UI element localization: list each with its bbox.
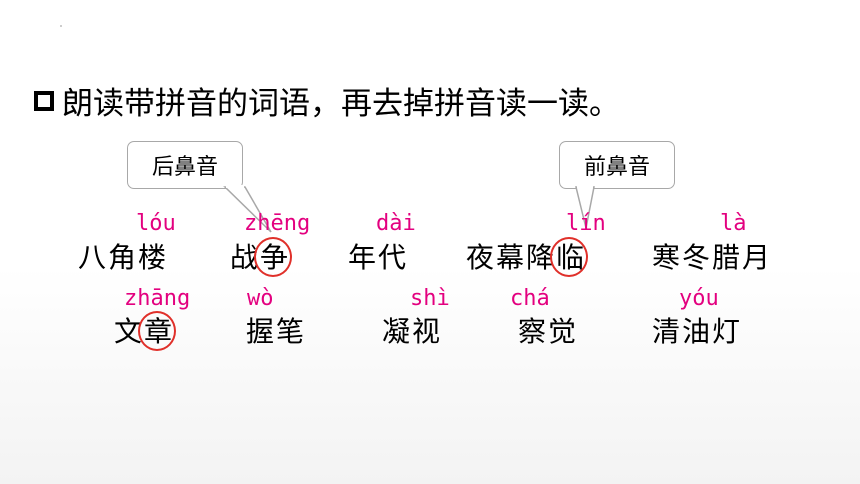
bubble-label-front-nasal: 前鼻音: [583, 155, 650, 180]
word-wobi: 握笔: [246, 315, 307, 348]
checkbox-icon: [34, 90, 54, 111]
bubble-tail-back-nasal: [223, 185, 272, 233]
word-ningshi: 凝视: [382, 315, 443, 348]
red-circle-mark: [550, 237, 589, 277]
bubble-label-back-nasal: 后鼻音: [151, 155, 218, 180]
pinyin-zhang: zhāng: [124, 286, 191, 311]
red-circle-mark: [138, 311, 177, 351]
pinyin-zheng: zhēng: [244, 211, 311, 236]
pinyin-lin: lín: [566, 211, 606, 236]
pinyin-lou: lóu: [136, 211, 176, 236]
circled-zhang: 章: [138, 311, 177, 351]
word-zhan: 战: [230, 241, 261, 274]
bubble-tail-front-nasal: [575, 185, 595, 229]
decorative-dot: [60, 25, 62, 27]
word-yemujiang: 夜幕降: [466, 241, 557, 274]
circled-lin: 临: [550, 237, 589, 277]
word-wenzhang: 文章: [114, 311, 177, 351]
word-zhanzheng: 战争: [230, 237, 293, 277]
pinyin-shi: shì: [410, 286, 450, 311]
word-niandai: 年代: [348, 241, 409, 274]
pinyin-dai: dài: [376, 211, 416, 236]
pinyin-cha: chá: [510, 286, 550, 311]
circled-zheng: 争: [254, 237, 293, 277]
speech-bubble-front-nasal: 前鼻音: [559, 141, 675, 189]
pinyin-you: yóu: [679, 286, 719, 311]
red-circle-mark: [254, 237, 293, 277]
pinyin-wo: wò: [247, 286, 274, 311]
instruction-text: 朗读带拼音的词语，再去掉拼音读一读。: [62, 86, 620, 122]
word-chajue: 察觉: [518, 315, 579, 348]
instruction-line: 朗读带拼音的词语，再去掉拼音读一读。: [34, 78, 620, 123]
word-handonglayue: 寒冬腊月: [652, 241, 773, 274]
word-yemujianglin: 夜幕降临: [466, 237, 589, 277]
word-qingyoudeng: 清油灯: [652, 315, 743, 348]
pinyin-la: là: [720, 211, 747, 236]
word-wen: 文: [114, 315, 145, 348]
word-bajiaolou: 八角楼: [78, 241, 169, 274]
speech-bubble-back-nasal: 后鼻音: [127, 141, 243, 189]
